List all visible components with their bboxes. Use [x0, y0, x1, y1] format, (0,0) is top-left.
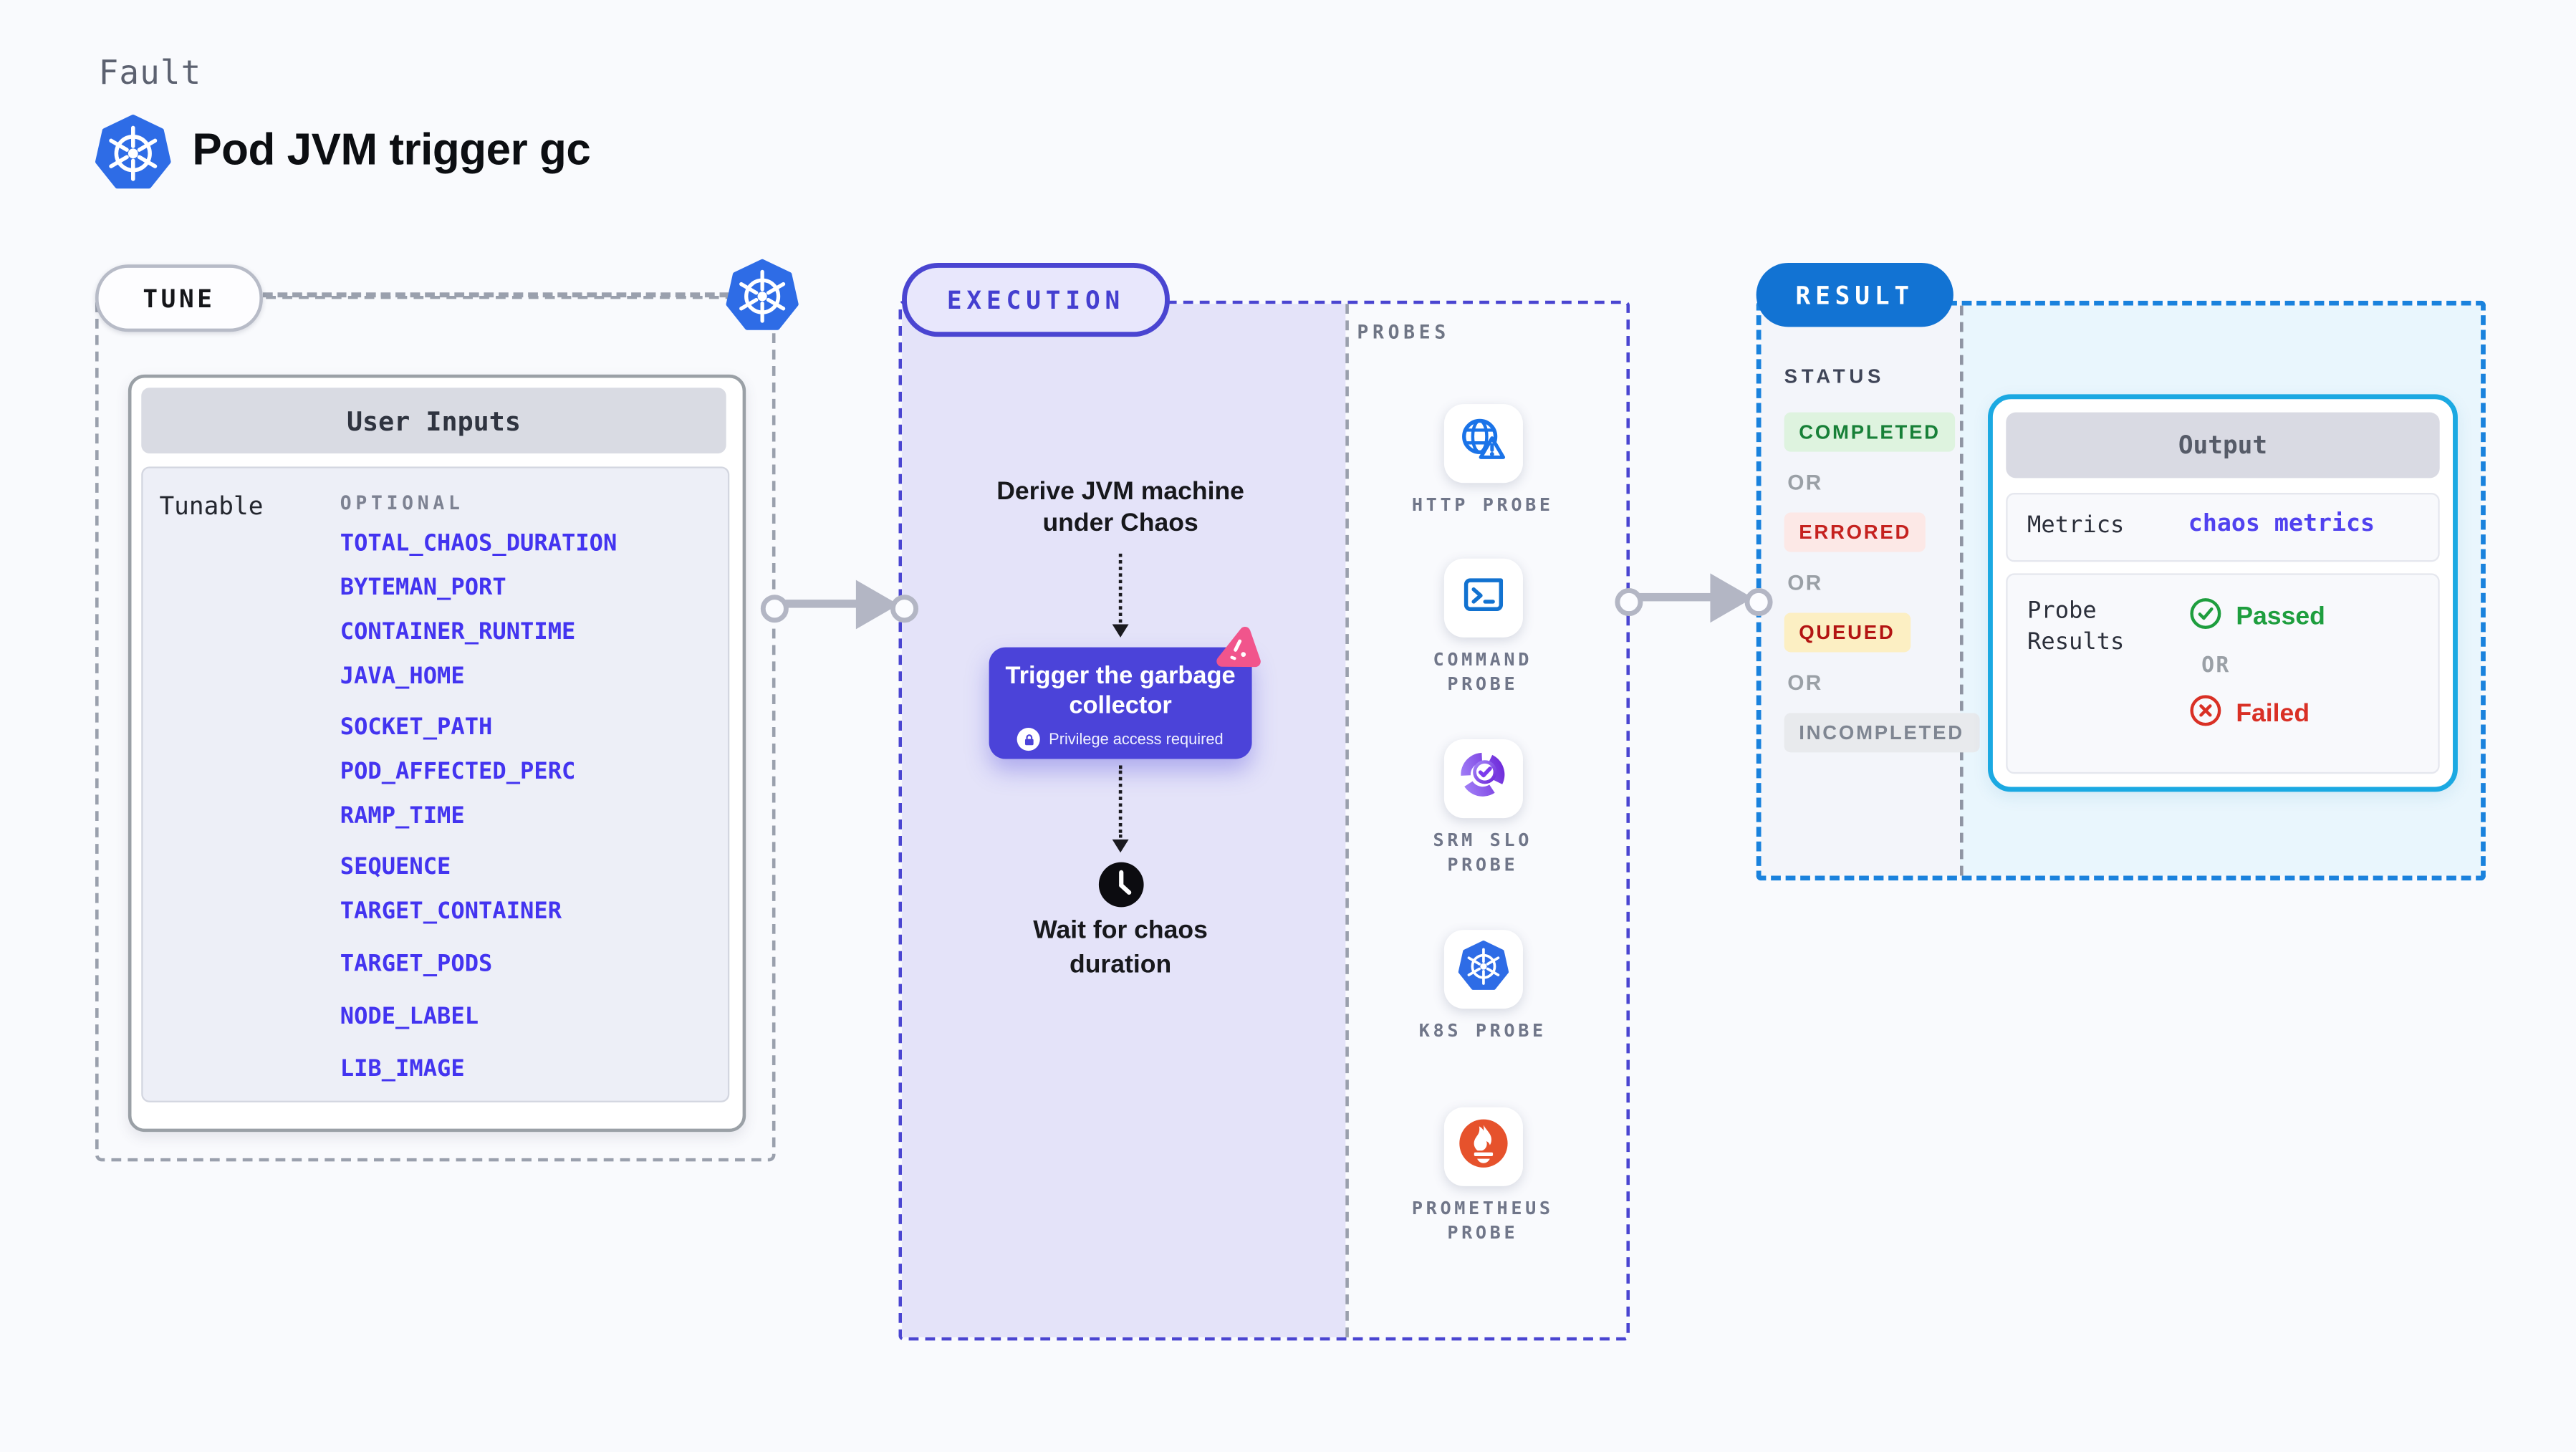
or-separator: OR: [1787, 569, 1823, 595]
kubernetes-icon: [1456, 939, 1509, 1000]
status-badge-completed: COMPLETED: [1784, 412, 1956, 452]
privilege-note: Privilege access required: [1049, 730, 1224, 749]
x-circle-icon: [2188, 693, 2223, 736]
metrics-row: Metrics chaos metrics: [2006, 493, 2440, 562]
tune-section: [95, 295, 776, 1162]
param-link[interactable]: LIB_IMAGE: [340, 1056, 465, 1083]
probe-item: K8S PROBE: [1396, 930, 1569, 1044]
probe-result-passed: Passed: [2188, 597, 2325, 640]
prometheus-flame-icon: [1456, 1116, 1509, 1177]
probes-divider: [1345, 304, 1349, 1337]
prometheus-probe-card[interactable]: [1443, 1107, 1522, 1186]
probe-item: HTTP PROBE: [1396, 404, 1569, 518]
tune-badge[interactable]: TUNE: [95, 264, 263, 332]
status-badge-queued: QUEUED: [1784, 612, 1911, 653]
passed-label: Passed: [2236, 602, 2325, 631]
srm-slo-probe-card[interactable]: [1443, 739, 1522, 819]
page-title: Pod JVM trigger gc: [192, 125, 591, 175]
probe-label: COMMAND PROBE: [1433, 648, 1532, 694]
terminal-icon: [1458, 569, 1507, 627]
param-link[interactable]: NODE_LABEL: [340, 1004, 479, 1030]
dotted-arrow: [1118, 553, 1123, 623]
check-circle-icon: [2188, 597, 2223, 640]
user-inputs-table: Tunable OPTIONAL TOTAL_CHAOS_DURATION BY…: [141, 466, 730, 1102]
result-badge[interactable]: RESULT: [1756, 262, 1953, 327]
dotted-arrow: [1118, 765, 1123, 838]
execution-lane: [902, 304, 1346, 1337]
connector-dot: [760, 595, 789, 623]
connector-dot: [890, 595, 919, 623]
command-probe-card[interactable]: [1443, 558, 1522, 638]
status-badge-errored: ERRORED: [1784, 512, 1926, 552]
http-probe-card[interactable]: [1443, 404, 1522, 484]
slo-donut-check-icon: [1457, 749, 1508, 809]
probe-item: PROMETHEUS PROBE: [1396, 1107, 1569, 1246]
metrics-label: Metrics: [2027, 512, 2125, 539]
kubernetes-icon: [724, 258, 799, 333]
derive-jvm-step: Derive JVM machine under Chaos: [996, 478, 1244, 537]
param-link[interactable]: SOCKET_PATH: [340, 714, 493, 741]
fault-eyebrow: Fault: [98, 52, 202, 92]
execution-section: [898, 300, 1630, 1341]
flow-arrow: [1630, 592, 1712, 602]
clock-icon: [1097, 861, 1145, 909]
param-link[interactable]: TARGET_CONTAINER: [340, 898, 562, 925]
tune-connector-line: [262, 292, 730, 298]
trigger-node-title: Trigger the garbage collector: [1005, 662, 1236, 719]
dotted-arrowhead: [1112, 624, 1129, 638]
connector-dot: [1744, 588, 1773, 617]
tunable-params-list: TOTAL_CHAOS_DURATION BYTEMAN_PORT CONTAI…: [340, 531, 617, 1101]
or-separator: OR: [2201, 653, 2231, 679]
result-divider: [1960, 305, 1964, 876]
output-title: Output: [2006, 412, 2440, 479]
status-badge-incompleted: INCOMPLETED: [1784, 713, 1979, 753]
output-card: Output Metrics chaos metrics Probe Resul…: [1988, 394, 2458, 792]
probe-item: COMMAND PROBE: [1396, 558, 1569, 697]
optional-column-label: OPTIONAL: [340, 491, 464, 514]
probe-label: PROMETHEUS PROBE: [1411, 1197, 1554, 1243]
param-link[interactable]: SEQUENCE: [340, 854, 451, 881]
param-link[interactable]: RAMP_TIME: [340, 803, 465, 830]
or-separator: OR: [1787, 469, 1823, 495]
param-link[interactable]: BYTEMAN_PORT: [340, 574, 506, 602]
failed-label: Failed: [2236, 699, 2310, 728]
result-status-lane: [1761, 305, 1961, 876]
lock-icon: [1017, 727, 1041, 751]
status-list: COMPLETED OR ERRORED OR QUEUED OR INCOMP…: [1784, 412, 1979, 753]
k8s-probe-card[interactable]: [1443, 930, 1522, 1009]
execution-badge[interactable]: EXECUTION: [902, 262, 1170, 337]
param-link[interactable]: POD_AFFECTED_PERC: [340, 759, 576, 786]
probe-label: HTTP PROBE: [1411, 494, 1554, 516]
probe-results-label: Probe Results: [2027, 597, 2125, 656]
flow-arrow: [775, 600, 858, 608]
param-link[interactable]: JAVA_HOME: [340, 663, 465, 691]
probes-panel-label: PROBES: [1357, 320, 1451, 344]
chaos-fault-icon: [1208, 620, 1267, 678]
param-link[interactable]: TARGET_PODS: [340, 951, 493, 978]
tunable-row-label: Tunable: [159, 491, 264, 521]
status-heading: STATUS: [1784, 365, 1885, 388]
metrics-value-link[interactable]: chaos metrics: [2188, 511, 2375, 537]
trigger-garbage-collector-node[interactable]: Trigger the garbage collector Privilege …: [989, 647, 1252, 759]
connector-dot: [1615, 588, 1643, 617]
probe-item: SRM SLO PROBE: [1396, 739, 1569, 878]
probe-result-failed: Failed: [2188, 693, 2310, 736]
probe-results-row: Probe Results Passed OR Failed: [2006, 573, 2440, 774]
probe-label: K8S PROBE: [1418, 1020, 1547, 1042]
globe-alert-icon: [1457, 414, 1508, 473]
or-separator: OR: [1787, 670, 1823, 696]
wait-chaos-step: Wait for chaos duration: [1033, 916, 1208, 979]
kubernetes-icon: [94, 113, 173, 192]
user-inputs-title: User Inputs: [141, 388, 726, 453]
probe-label: SRM SLO PROBE: [1433, 830, 1532, 875]
param-link[interactable]: TOTAL_CHAOS_DURATION: [340, 530, 617, 557]
dotted-arrowhead: [1112, 839, 1129, 853]
param-link[interactable]: CONTAINER_RUNTIME: [340, 619, 576, 646]
